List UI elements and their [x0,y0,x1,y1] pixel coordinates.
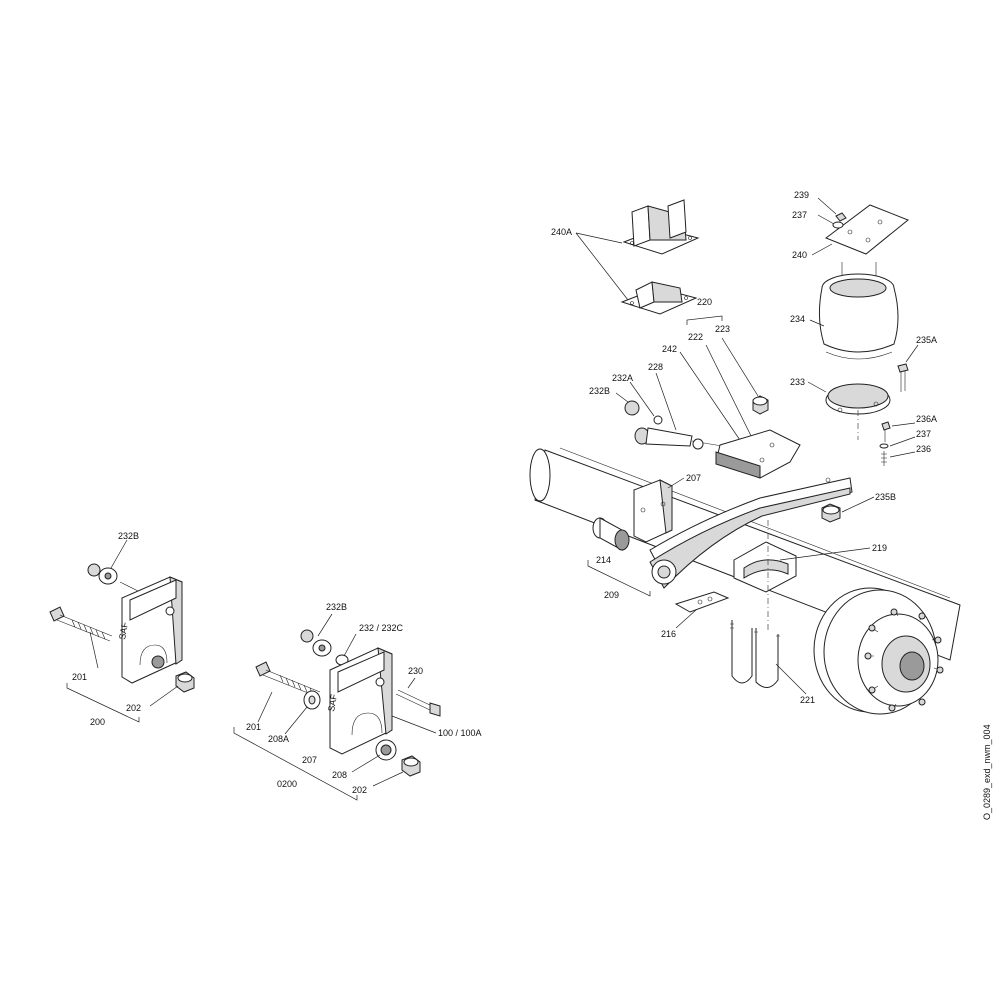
nut-232b [624,400,640,416]
label-235b: 235B [875,492,896,502]
shock-absorber-228 [634,427,747,451]
label-232b-left: 232B [118,531,139,541]
nut-232b-small [87,563,101,577]
label-201-middle: 201 [246,722,261,732]
bushing-214 [592,517,630,551]
label-237-bottom: 237 [916,429,931,439]
lower-plate-233 [825,383,891,415]
label-222: 222 [688,332,703,342]
bracket-assembly-0200: SAF [233,613,441,801]
shim-plate-216 [674,591,730,613]
drawing-code: O_0289_exd_nwm_004 [982,724,992,820]
axle-seat-219 [733,541,797,593]
clamp-plate-222 [715,429,801,479]
label-239: 239 [794,190,809,200]
washer-237 [879,443,889,449]
label-232-232c: 232 / 232C [359,623,404,633]
label-208a: 208A [268,734,289,744]
hanger-bracket-200: SAF [117,576,183,684]
washer-232a [653,415,663,425]
bolt-235a [897,363,909,392]
label-0200: 0200 [277,779,297,789]
part-labels: 239 237 240 240A 220 223 222 242 234 235… [72,190,937,795]
label-219: 219 [872,543,887,553]
label-208: 208 [332,770,347,780]
label-232b-right: 232B [589,386,610,396]
label-240a: 240A [551,227,572,237]
bolt-201 [255,661,321,698]
label-202-left: 202 [126,703,141,713]
label-232b-middle: 232B [326,602,347,612]
label-221: 221 [800,695,815,705]
label-230: 230 [408,666,423,676]
brake-drum-hub [813,587,944,715]
label-232a: 232A [612,373,633,383]
nut-202 [401,755,421,777]
label-223: 223 [715,324,730,334]
bolt-201 [49,606,113,642]
mount-bracket-240a-lower [620,281,698,315]
label-201-left: 201 [72,672,87,682]
bracket-assembly-200: SAF [49,539,195,723]
label-228: 228 [648,362,663,372]
top-plate-240 [824,204,909,255]
label-209: 209 [604,590,619,600]
label-207-middle: 207 [302,755,317,765]
air-spring-234 [818,262,899,360]
label-242: 242 [662,344,677,354]
hanger-bracket-0200: SAF [326,647,393,755]
nut-239 [835,212,847,222]
svg-text:SAF: SAF [326,693,339,712]
label-200: 200 [90,717,105,727]
label-240: 240 [792,250,807,260]
axle-suspension-assembly [529,197,961,715]
svg-text:SAF: SAF [117,621,130,640]
label-216: 216 [661,629,676,639]
label-235a: 235A [916,335,937,345]
bracket-207 [633,479,673,543]
u-bolt-221 [730,620,780,688]
label-100-100a: 100 / 100A [438,728,482,738]
bolt-236 [881,451,887,466]
label-214: 214 [596,555,611,565]
label-237-top: 237 [792,210,807,220]
nut-235b [821,503,841,523]
trailing-arm-209 [649,477,853,589]
label-220: 220 [697,297,712,307]
label-207-right: 207 [686,473,701,483]
washer-208 [375,739,397,761]
label-236a: 236A [916,414,937,424]
label-202-middle: 202 [352,785,367,795]
bolt-230 [395,689,441,717]
nut-202 [175,671,195,693]
mount-bracket-240a-upper [622,199,700,255]
label-234: 234 [790,314,805,324]
washer-237 [832,221,844,229]
label-233: 233 [790,377,805,387]
bolt-236a [881,421,891,442]
nut-223 [752,395,769,415]
nut-232b-small [300,629,314,643]
label-236: 236 [916,444,931,454]
